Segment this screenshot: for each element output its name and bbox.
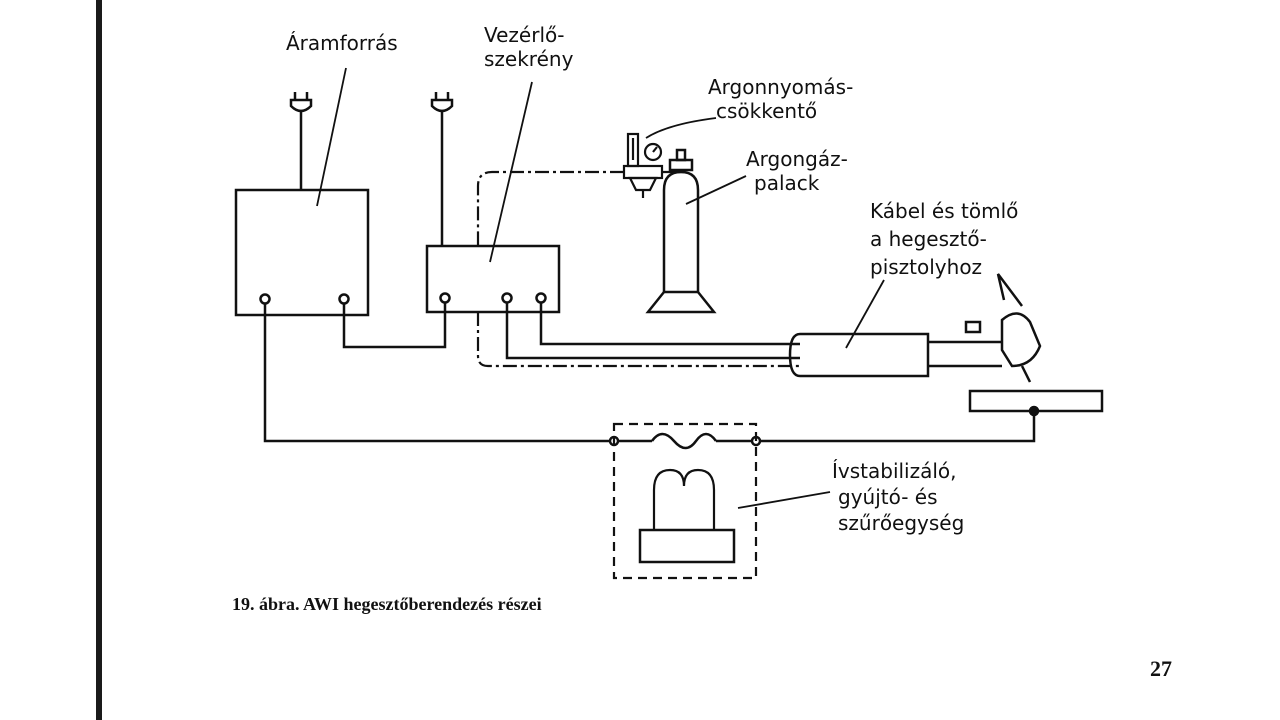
page-number: 27	[1150, 656, 1172, 681]
label-stabilizer-2: gyújtó- és	[838, 485, 938, 509]
plug-icon	[289, 92, 313, 113]
label-gas-cylinder-1: Argongáz-	[746, 147, 848, 171]
page-binding-edge	[96, 0, 102, 720]
gas-hose	[476, 170, 800, 368]
power-source	[234, 112, 370, 317]
label-control-cabinet-1: Vezérlő-	[484, 23, 564, 47]
label-cable-hose-2: a hegesztő-	[870, 227, 987, 251]
label-pressure-reducer-1: Argonnyomás-	[708, 75, 853, 99]
label-gas-cylinder-2: palack	[754, 171, 820, 195]
leader-lines	[316, 67, 885, 509]
torch-cables	[505, 303, 800, 360]
return-cable	[263, 303, 1036, 450]
hose-sleeve	[788, 332, 1002, 378]
label-pressure-reducer-2: csökkentő	[716, 99, 817, 123]
label-power-source: Áramforrás	[286, 31, 398, 55]
pressure-reducer	[622, 132, 684, 198]
label-control-cabinet-2: szekrény	[484, 47, 574, 71]
power-link-wire	[342, 303, 447, 349]
welding-torch	[964, 273, 1042, 383]
label-cable-hose-3: pisztolyhoz	[870, 255, 982, 279]
plug-icon	[430, 92, 454, 113]
gas-cylinder	[645, 148, 717, 314]
figure-caption: 19. ábra. AWI hegesztőberendezés részei	[232, 594, 542, 614]
label-stabilizer-1: Ívstabilizáló,	[832, 459, 957, 483]
control-cabinet	[425, 112, 561, 314]
label-stabilizer-3: szűrőegység	[838, 511, 964, 535]
stabilizer-unit	[612, 422, 758, 580]
workpiece	[968, 389, 1104, 417]
label-cable-hose-1: Kábel és tömlő	[870, 199, 1018, 223]
